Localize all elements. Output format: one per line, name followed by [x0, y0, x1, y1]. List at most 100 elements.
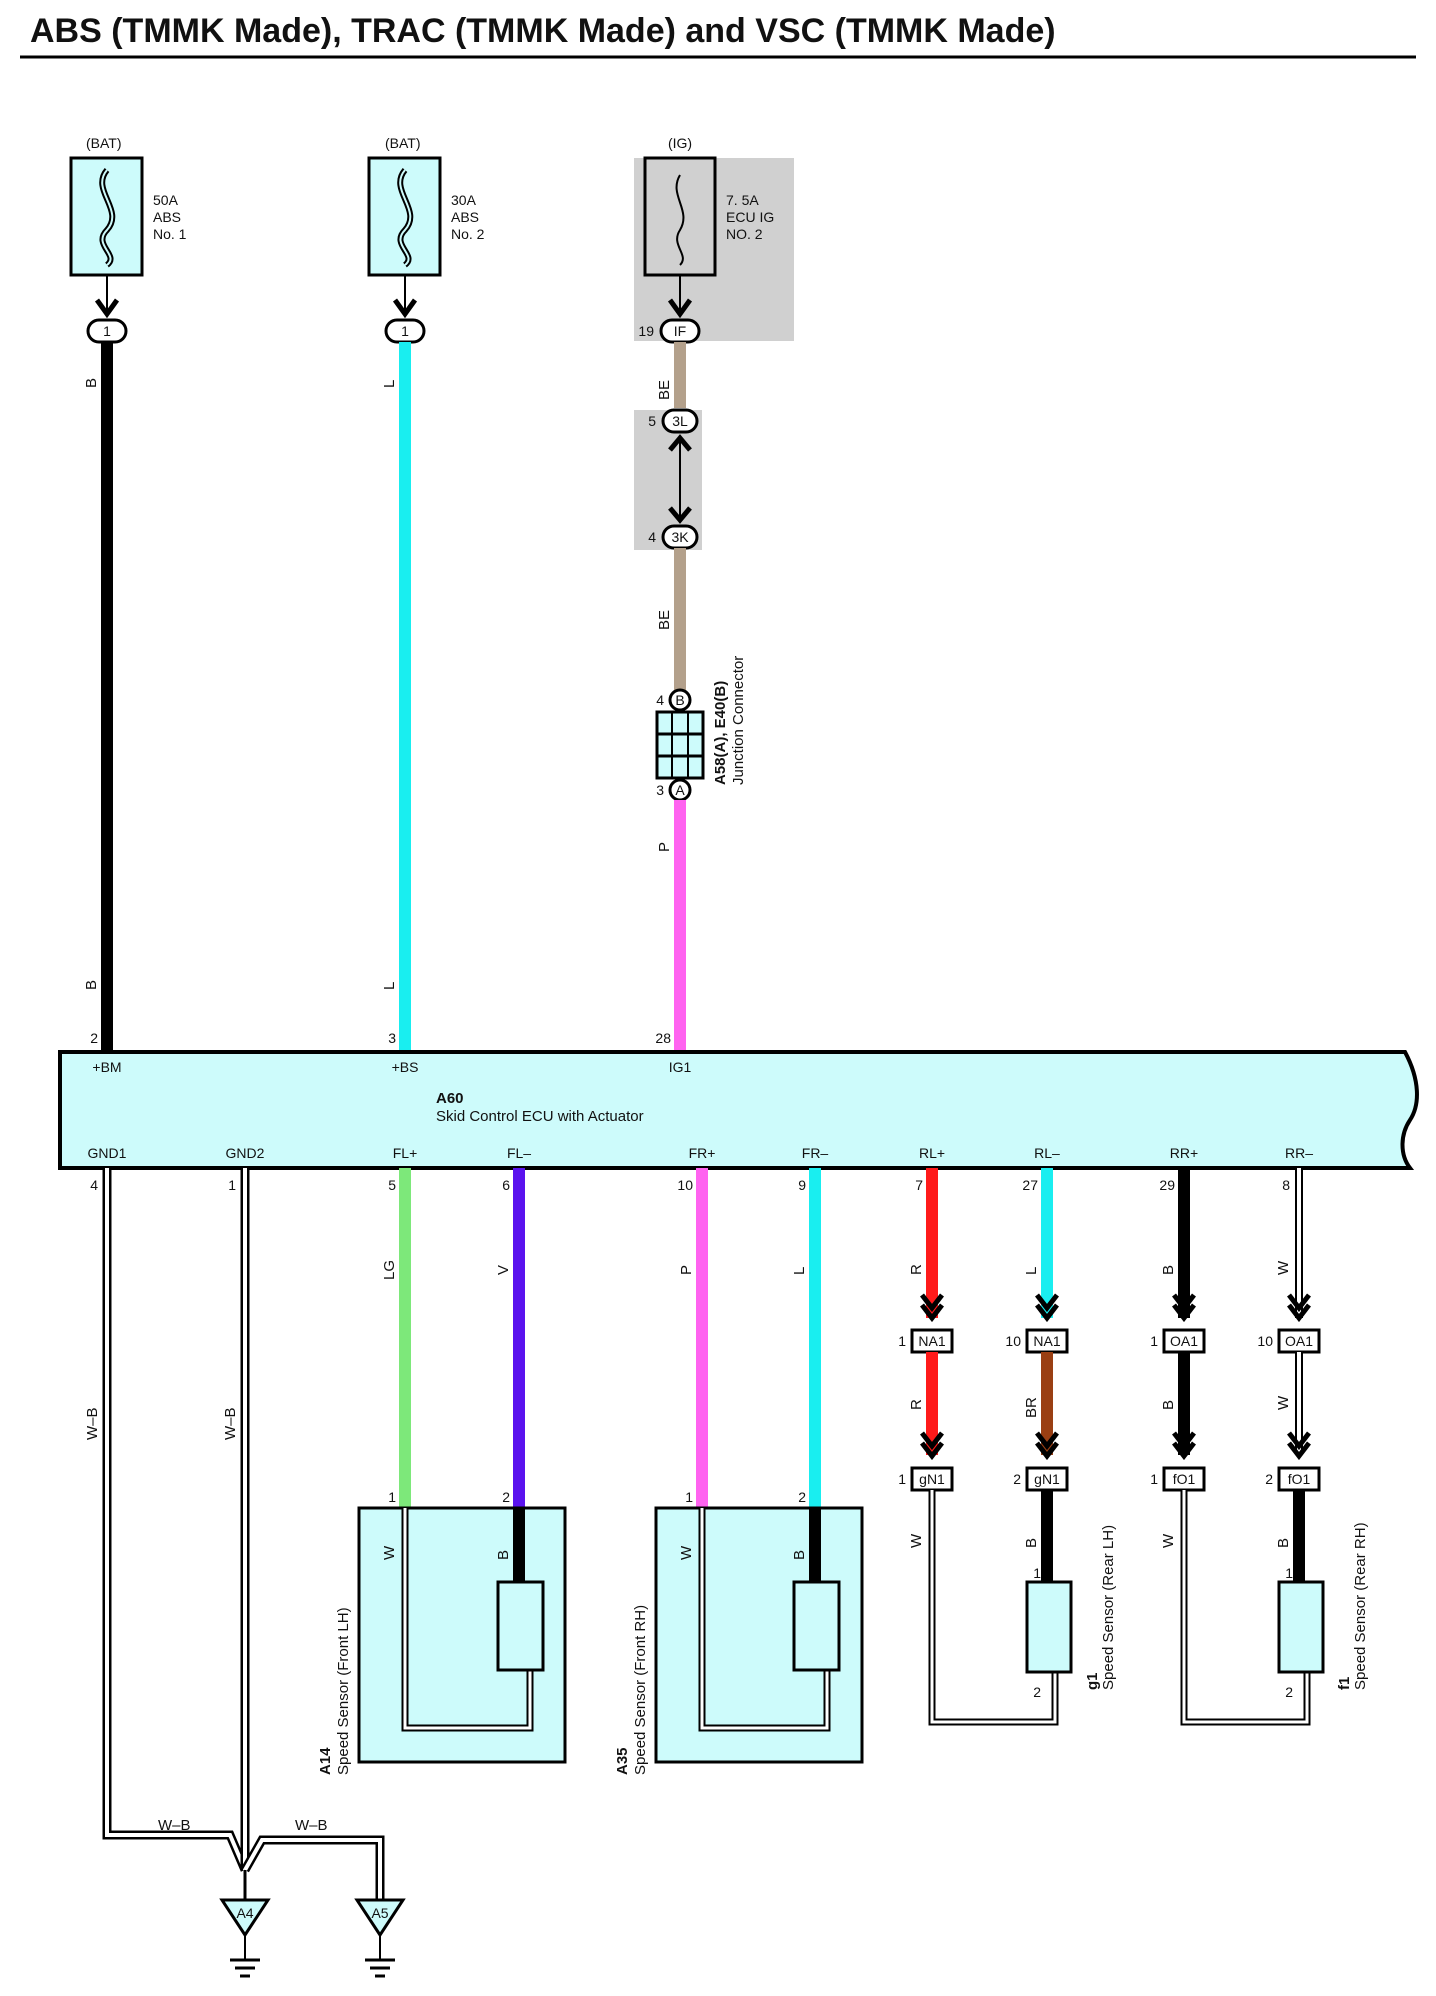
fuse-abs-no1: (BAT) 50A ABS No. 1 1	[69, 135, 187, 344]
fuse2-conn-label: 1	[401, 323, 409, 339]
wire-b-label-bottom: B	[83, 980, 100, 990]
ecu-pinname-gnd2: GND2	[226, 1145, 265, 1161]
sensor-fr-pin1: 1	[685, 1489, 693, 1505]
ecu-top-pin-28: 28	[655, 1030, 671, 1046]
ecu-pinname-rl-minus: RL–	[1034, 1145, 1060, 1161]
fuse3-symbol	[675, 174, 685, 266]
wire-gnd2-label: W–B	[222, 1407, 239, 1440]
sensor-rl-pin1: 1	[1033, 1565, 1041, 1581]
jc-desc-label: Junction Connector	[730, 656, 747, 785]
ecu-pinname-fr-plus: FR+	[689, 1145, 716, 1161]
sensor-fl-id: A14	[317, 1747, 334, 1775]
connector-fo1-pin-2: 2	[1265, 1471, 1273, 1487]
wire-be-label-1: BE	[656, 380, 673, 400]
jc-terminal-a-label: A	[675, 782, 685, 798]
sensor-fl-coil	[496, 1580, 545, 1672]
connector-na1-label-2: NA1	[1033, 1333, 1060, 1349]
connector-oa1-label-2: OA1	[1285, 1333, 1313, 1349]
fuse2-source: (BAT)	[385, 135, 421, 151]
fuse3-num: NO. 2	[726, 226, 763, 242]
fuse3-amp: 7. 5A	[726, 192, 759, 208]
sensor-fr-coil	[792, 1580, 841, 1672]
connector-3l-label: 3L	[672, 413, 688, 429]
fuse3-pin: 19	[638, 323, 654, 339]
connector-gn1-pin-1: 1	[898, 1471, 906, 1487]
ecu-pinname-rr-minus: RR–	[1285, 1145, 1313, 1161]
sensor-fr-name: Speed Sensor (Front RH)	[632, 1605, 649, 1775]
sensor-rear-lh-body	[1025, 1580, 1073, 1674]
jc-terminal-b-pin: 4	[656, 692, 664, 708]
ecu-body	[58, 1050, 1419, 1170]
ecu-pin-7: 7	[915, 1177, 923, 1193]
ecu-pinname-fr-minus: FR–	[802, 1145, 829, 1161]
wire-rl-minus2-label: BR	[1023, 1397, 1040, 1418]
ecu-pin-8: 8	[1282, 1177, 1290, 1193]
sensor-front-lh: 1 2 W B A14 Speed Sensor (Front LH)	[317, 1489, 567, 1775]
wire-gnd1-label: W–B	[84, 1407, 101, 1440]
ground-a4: A4	[219, 1870, 271, 1978]
sensor-fl-pin1: 1	[388, 1489, 396, 1505]
ecu-pin-5: 5	[388, 1177, 396, 1193]
fuse3-source: (IG)	[668, 135, 692, 151]
ecu-pin-9: 9	[798, 1177, 806, 1193]
ground-a5: A5	[354, 1898, 406, 1978]
ecu-name: Skid Control ECU with Actuator	[436, 1108, 644, 1125]
jc-id-label: A58(A), E40(B)	[712, 681, 729, 785]
connector-na1-label-1: NA1	[918, 1333, 945, 1349]
wire-fr-plus-label: P	[678, 1265, 695, 1275]
connector-gn1-pin-2: 2	[1013, 1471, 1021, 1487]
fuse-abs-no2: (BAT) 30A ABS No. 2 1	[367, 135, 485, 344]
wire-gnd-h2-label: W–B	[295, 1817, 328, 1834]
fuse3-conn-label: IF	[674, 323, 686, 339]
junction-3l-3k: 3L 5 3K 4	[634, 408, 702, 550]
wire-gnd-h1-label: W–B	[158, 1817, 191, 1834]
fuse1-name: ABS	[153, 209, 181, 225]
fuse2-num: No. 2	[451, 226, 485, 242]
connector-na1-pin-10: 10	[1005, 1333, 1021, 1349]
fuse-ecu-ig-no2: (IG) 7. 5A ECU IG NO. 2 IF 19	[634, 135, 794, 344]
connector-oa1-pin-1: 1	[1150, 1333, 1158, 1349]
ecu-pinname-rr-plus: RR+	[1170, 1145, 1198, 1161]
rear-lh-circuit: R NA1 1 R gN1 1 W L NA1 10 BR gN1 2 B 1 …	[898, 1168, 1117, 1726]
connector-na1-pin-1: 1	[898, 1333, 906, 1349]
fuse3-box	[643, 156, 717, 277]
jc-terminal-b-label: B	[675, 692, 684, 708]
ecu-top-pinname-bs: +BS	[392, 1059, 419, 1075]
sensor-front-rh: 1 2 W B A35 Speed Sensor (Front RH)	[614, 1489, 864, 1775]
ground-a5-label: A5	[371, 1905, 388, 1921]
sensor-fr-b-label: B	[791, 1550, 808, 1560]
fuse1-conn-label: 1	[103, 323, 111, 339]
connector-gn1-label-1: gN1	[919, 1471, 945, 1487]
connector-3l	[661, 408, 699, 434]
wire-be-label-2: BE	[656, 610, 673, 630]
sensor-rl-pin2: 2	[1033, 1684, 1041, 1700]
sensor-rr-pin1: 1	[1285, 1565, 1293, 1581]
sensor-rr-pin2: 2	[1285, 1684, 1293, 1700]
fuse1-num: No. 1	[153, 226, 187, 242]
sensor-rr-name: Speed Sensor (Rear RH)	[1352, 1522, 1369, 1690]
ground-a5-symbol	[354, 1898, 406, 1938]
jc-terminal-a-pin: 3	[656, 782, 664, 798]
connector-gn1-label-2: gN1	[1034, 1471, 1060, 1487]
ecu-pinname-rl-plus: RL+	[919, 1145, 945, 1161]
wire-l-label-top: L	[381, 380, 398, 388]
connector-3l-pin: 5	[648, 413, 656, 429]
sensor-fr-w-label: W	[678, 1545, 695, 1560]
sensor-fl-pin2: 2	[502, 1489, 510, 1505]
connector-oa1-pin-10: 10	[1257, 1333, 1273, 1349]
jc-body	[655, 710, 705, 780]
wire-fr-minus-label: L	[791, 1267, 808, 1275]
ecu-top-pin-3: 3	[388, 1030, 396, 1046]
wire-fl-plus-label: LG	[381, 1260, 398, 1280]
wire-b-label-top: B	[83, 378, 100, 388]
ecu-pin-1: 1	[228, 1177, 236, 1193]
ecu-pinname-fl-plus: FL+	[393, 1145, 418, 1161]
sensor-rl-id: g1	[1084, 1672, 1101, 1690]
ecu-pin-29: 29	[1159, 1177, 1175, 1193]
wire-p-label: P	[656, 842, 673, 852]
wire-fl-minus-label: V	[495, 1265, 512, 1275]
ecu-pin-27: 27	[1022, 1177, 1038, 1193]
wire-rr-minus2-label: W	[1275, 1395, 1292, 1410]
connector-3k-label: 3K	[671, 529, 689, 545]
connector-3k-pin: 4	[648, 529, 656, 545]
